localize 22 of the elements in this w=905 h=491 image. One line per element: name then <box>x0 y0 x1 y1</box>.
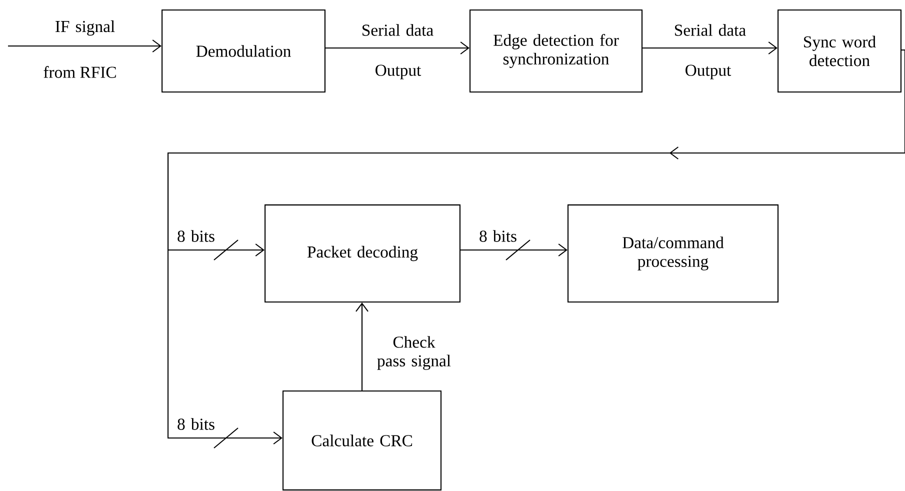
process-box: Demodulation <box>162 9 326 93</box>
signal-label: from RFIC <box>44 66 116 78</box>
edge-label: Check pass signal <box>377 336 451 370</box>
process-box: Sync word detection <box>778 9 902 93</box>
arrow <box>8 40 162 52</box>
process-box: Data/command processing <box>567 204 779 303</box>
edge-label: IF signal <box>56 20 115 36</box>
edge-label: 8 bits <box>178 418 214 430</box>
process-box: Edge detection for synchronization <box>469 9 643 93</box>
signal-label: Output <box>376 64 422 80</box>
arrow <box>642 42 778 54</box>
arrow <box>326 42 470 54</box>
edge-label: Serial data <box>362 24 434 36</box>
process-box: Calculate CRC <box>282 390 442 490</box>
arrow <box>460 244 568 256</box>
edge-label: 8 bits <box>178 230 214 242</box>
arrow <box>167 49 905 444</box>
signal-label: Output <box>686 64 732 80</box>
edge-label: Serial data <box>675 24 746 36</box>
edge-label: 8 bits <box>480 230 516 242</box>
process-box: Packet decoding <box>264 204 460 303</box>
arrow <box>356 302 368 390</box>
